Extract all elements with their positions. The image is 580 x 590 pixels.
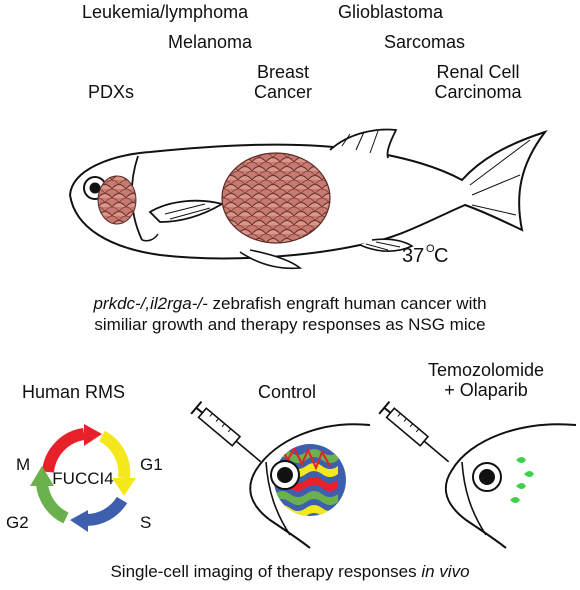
label-sarcomas: Sarcomas [384, 32, 466, 52]
caption-bottom-text: Single-cell imaging of therapy responses [110, 562, 422, 581]
fish-pupil-control [277, 467, 293, 483]
label-melanoma: Melanoma [168, 32, 253, 52]
treated-cell-1 [516, 457, 526, 463]
fish-pupil [89, 182, 101, 194]
label-leukemia-lymphoma: Leukemia/lymphoma [82, 2, 249, 22]
caption-bottom-italic: in vivo [421, 562, 470, 581]
treated-cell-4 [510, 497, 520, 503]
temperature-value: 37 [402, 245, 424, 267]
panel-treatment-line2: + Olaparib [444, 380, 528, 400]
syringe-treatment [378, 400, 450, 463]
arrow-yellow-g1 [98, 430, 131, 479]
label-glioblastoma: Glioblastoma [338, 2, 444, 22]
arrow-red-m [42, 428, 86, 473]
fish-head-control [249, 423, 371, 549]
phase-s: S [140, 513, 151, 532]
fish-pupil-treatment [479, 469, 495, 485]
caption-top-line1: prkdc-/,il2rga-/- zebrafish engraft huma… [0, 293, 580, 314]
dorsal-fin [329, 128, 398, 159]
label-breast-line2: Cancer [253, 82, 313, 102]
panel-control-label: Control [258, 382, 317, 402]
arrow-blue-s [85, 496, 128, 527]
tumor-trunk [221, 152, 331, 244]
pelvic-fin [239, 249, 303, 270]
zebrafish-large [68, 128, 548, 270]
fucci4-cycle [30, 424, 136, 532]
label-renal-cell-carcinoma: Renal Cell Carcinoma [418, 62, 538, 102]
label-breast-cancer: Breast Cancer [238, 62, 328, 102]
caption-top-line1-rest: zebrafish engraft human cancer with [207, 294, 487, 313]
caption-top: prkdc-/,il2rga-/- zebrafish engraft huma… [0, 293, 580, 335]
treated-cell-3 [516, 483, 526, 489]
temperature-unit: C [434, 245, 448, 267]
label-pdx: PDXs [88, 82, 135, 102]
fucci-title: Human RMS [22, 382, 126, 402]
arrow-green-g2 [36, 483, 69, 524]
caption-genotype: prkdc-/,il2rga-/- [93, 294, 208, 313]
label-renal-line2: Carcinoma [434, 82, 522, 102]
caption-bottom: Single-cell imaging of therapy responses… [0, 561, 580, 582]
fish-head-treatment [444, 423, 577, 549]
label-breast-line1: Breast [256, 62, 310, 82]
temperature-degree: O [426, 243, 435, 255]
anal-fin [359, 238, 414, 252]
tumor-head [97, 175, 137, 225]
phase-g2: G2 [6, 513, 29, 532]
label-renal-line1: Renal Cell [436, 62, 520, 82]
phase-g1: G1 [140, 455, 163, 474]
syringe-control [190, 400, 262, 463]
caption-top-line2: similiar growth and therapy responses as… [94, 315, 486, 334]
phase-m: M [16, 455, 30, 474]
panel-treatment-line1: Temozolomide [427, 360, 545, 380]
fucci-center-label: FUCCI4 [52, 469, 113, 488]
panel-treatment-label: Temozolomide + Olaparib [416, 360, 556, 400]
treated-cell-2 [524, 471, 534, 477]
